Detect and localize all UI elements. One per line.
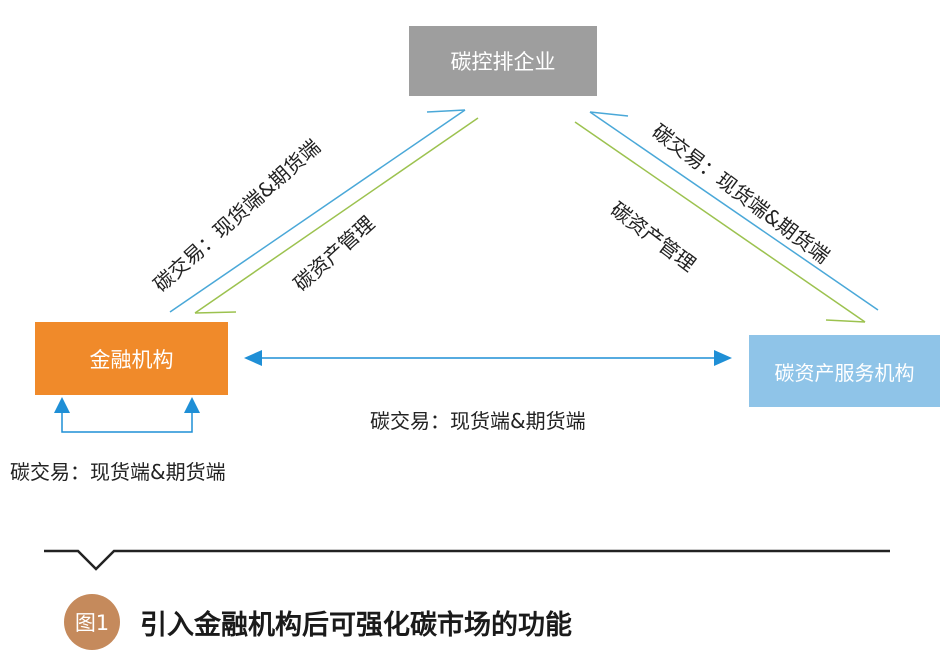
figure-number-badge: 图1 — [64, 594, 120, 650]
right-trade-arrowhead — [589, 111, 629, 117]
bottom-loop-arrowhead-left — [54, 397, 70, 413]
right-mgmt-line — [574, 121, 866, 323]
middle-arrowhead-right — [714, 350, 732, 366]
left-trade-line — [169, 109, 466, 313]
left-trade-arrowhead — [426, 109, 466, 113]
middle-arrowhead-left — [244, 350, 262, 366]
figure-caption: 引入金融机构后可强化碳市场的功能 — [140, 610, 572, 641]
right-trade-line — [589, 111, 879, 311]
node-carbon-asset-service-institution: 碳资产服务机构 — [749, 335, 940, 407]
left-mgmt-line — [194, 117, 479, 314]
node-financial-institution: 金融机构 — [35, 322, 228, 395]
node-carbon-controlled-enterprise: 碳控排企业 — [409, 26, 597, 96]
bottom-loop-arrowhead-right — [184, 397, 200, 413]
bottom-loop-line — [61, 410, 193, 433]
label-middle-trade: 碳交易：现货端&期货端 — [370, 409, 586, 433]
caption-separator — [44, 549, 890, 571]
right-mgmt-arrowhead — [825, 319, 866, 323]
left-mgmt-arrowhead — [194, 311, 237, 314]
label-bottom-left-trade: 碳交易：现货端&期货端 — [10, 460, 226, 484]
